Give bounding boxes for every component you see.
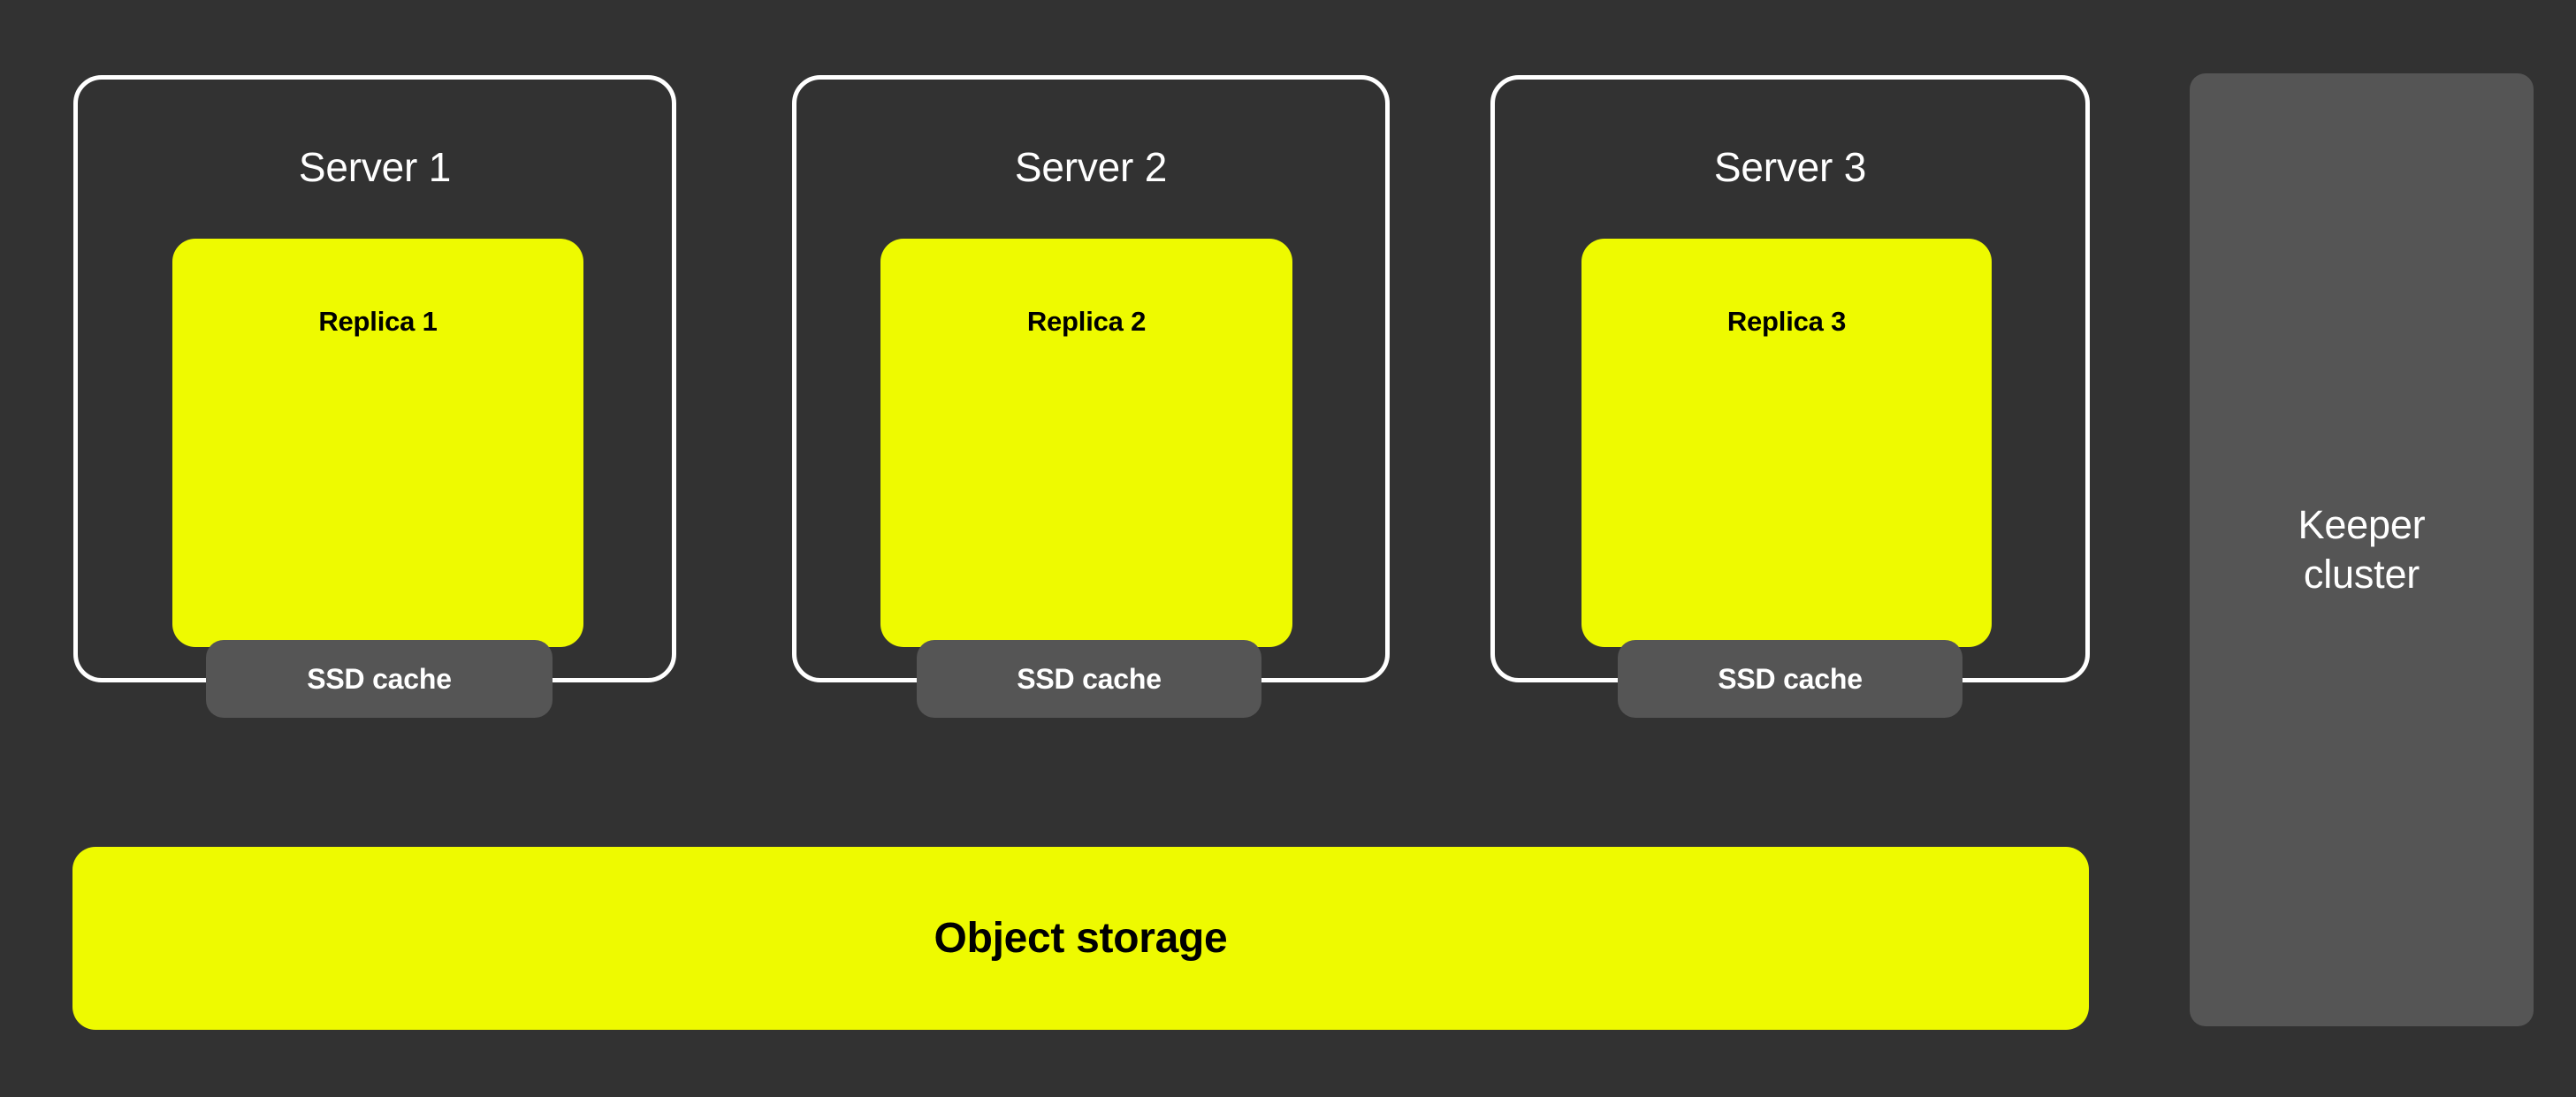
server-title-2: Server 2	[1014, 144, 1168, 190]
ssd-cache-label-2: SSD cache	[1017, 663, 1162, 695]
ssd-cache-label-1: SSD cache	[307, 663, 452, 695]
object-storage-block: Object storage	[72, 847, 2089, 1030]
ssd-cache-1: SSD cache	[206, 640, 553, 718]
replica-box-2: Replica 2	[880, 239, 1292, 647]
ssd-cache-2: SSD cache	[917, 640, 1261, 718]
replica-label-3: Replica 3	[1726, 306, 1847, 337]
keeper-cluster-label: Keeper cluster	[2298, 501, 2426, 597]
server-title-3: Server 3	[1713, 144, 1867, 190]
replica-label-2: Replica 2	[1026, 306, 1147, 337]
replica-label-1: Replica 1	[318, 306, 438, 337]
keeper-cluster-panel: Keeper cluster	[2190, 73, 2534, 1026]
replica-box-3: Replica 3	[1581, 239, 1992, 647]
replica-box-1: Replica 1	[172, 239, 583, 647]
server-title-1: Server 1	[298, 144, 452, 190]
object-storage-label: Object storage	[934, 914, 1228, 962]
ssd-cache-3: SSD cache	[1618, 640, 1962, 718]
ssd-cache-label-3: SSD cache	[1718, 663, 1863, 695]
